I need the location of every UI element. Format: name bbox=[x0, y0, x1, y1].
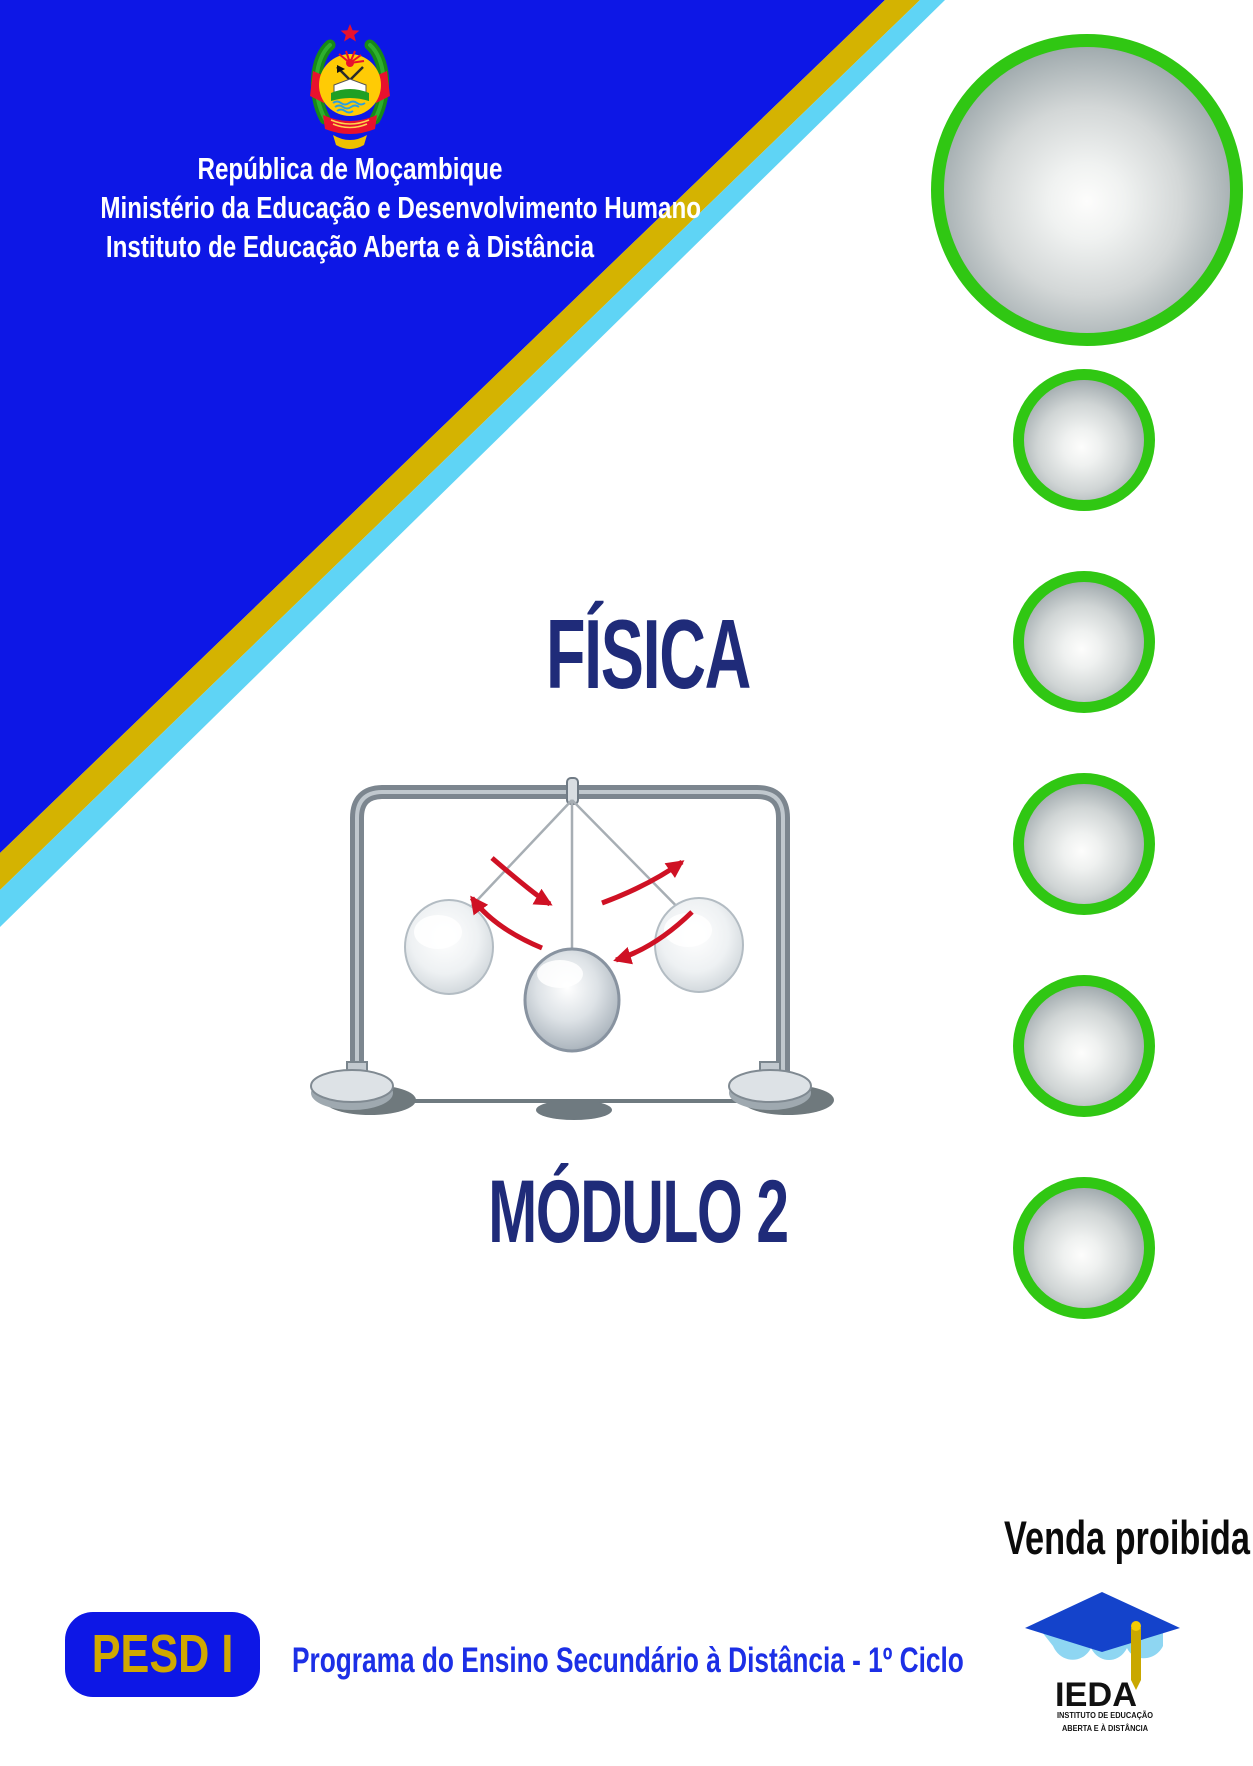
decorative-sphere-large bbox=[931, 34, 1243, 346]
tassel-icon bbox=[1131, 1621, 1141, 1690]
pendulum-base-left bbox=[310, 1061, 416, 1115]
ieda-subtitle-1: INSTITUTO DE EDUCAÇÃO bbox=[1057, 1711, 1153, 1720]
subject-title: FÍSICA bbox=[545, 599, 751, 709]
decorative-sphere-3 bbox=[1013, 773, 1155, 915]
swing-arrows bbox=[469, 856, 694, 965]
decorative-sphere-1 bbox=[1013, 369, 1155, 511]
mozambique-emblem-icon bbox=[310, 24, 390, 149]
pendulum-ball-left bbox=[404, 899, 494, 995]
header-line-3: Instituto de Educação Aberta e à Distânc… bbox=[105, 229, 595, 264]
sale-notice: Venda proibida bbox=[1004, 1511, 1250, 1564]
graduation-cap-icon bbox=[1025, 1592, 1180, 1652]
ieda-acronym: IEDA bbox=[1055, 1676, 1137, 1714]
banner-sky-stripe bbox=[0, 0, 945, 927]
pendulum-center-shadow bbox=[536, 1100, 612, 1120]
pesd-badge-label: PESD I bbox=[91, 1624, 234, 1684]
ministry-header: República de Moçambique Ministério da Ed… bbox=[100, 149, 702, 266]
decorative-sphere-5 bbox=[1013, 1177, 1155, 1319]
ieda-subtitle-2: ABERTA E À DISTÂNCIA bbox=[1062, 1724, 1148, 1733]
header-line-1: República de Moçambique bbox=[197, 151, 503, 186]
decorative-sphere-2 bbox=[1013, 571, 1155, 713]
header-line-2: Ministério da Educação e Desenvolvimento… bbox=[100, 190, 702, 225]
pendulum-illustration bbox=[310, 777, 834, 1120]
pendulum-ball-right bbox=[654, 897, 744, 993]
decorative-sphere-4 bbox=[1013, 975, 1155, 1117]
program-name: Programa do Ensino Secundário à Distânci… bbox=[292, 1641, 964, 1680]
pendulum-base-right bbox=[728, 1061, 834, 1115]
pendulum-ball-center bbox=[523, 947, 621, 1053]
pesd-badge: PESD I bbox=[65, 1612, 260, 1697]
module-title: MÓDULO 2 bbox=[488, 1161, 789, 1261]
ieda-logo: IEDA INSTITUTO DE EDUCAÇÃO ABERTA E À DI… bbox=[1025, 1592, 1180, 1733]
